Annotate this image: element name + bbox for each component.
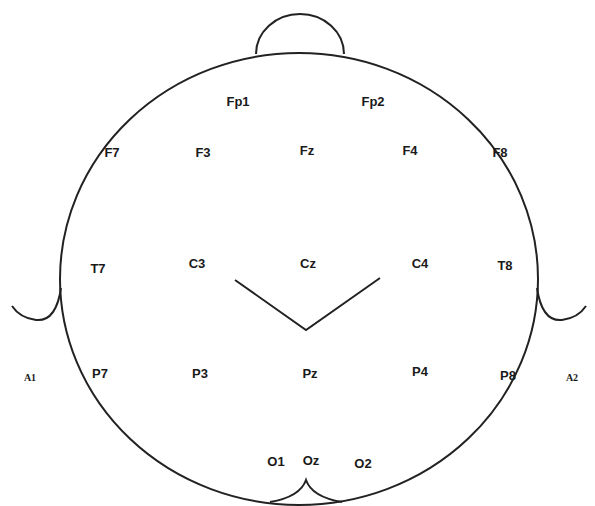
head-circle (60, 53, 538, 505)
electrode-label: C4 (412, 257, 429, 270)
electrode-label: F3 (195, 146, 210, 159)
electrode-label: C3 (189, 257, 206, 270)
v-lines (235, 278, 380, 330)
electrode-label: T8 (497, 259, 512, 272)
nose (256, 14, 344, 54)
electrode-label: Fz (300, 144, 314, 157)
inion-mark (270, 480, 342, 502)
electrode-label: P3 (192, 367, 208, 380)
electrode-label: T7 (90, 262, 105, 275)
electrode-label: F8 (492, 146, 507, 159)
electrode-label: P8 (500, 369, 516, 382)
electrode-label: F7 (104, 146, 119, 159)
left-ear (12, 288, 61, 320)
electrode-label: Cz (300, 257, 316, 270)
electrode-label: P4 (412, 365, 428, 378)
electrode-label: O1 (267, 455, 284, 468)
electrode-label: O2 (354, 457, 371, 470)
electrode-label: Oz (303, 454, 320, 467)
ear-label: A1 (24, 373, 36, 383)
electrode-label: Pz (302, 367, 317, 380)
electrode-label: Fp1 (226, 95, 249, 108)
ear-label: A2 (566, 373, 578, 383)
electrode-label: P7 (92, 367, 108, 380)
electrode-label: Fp2 (361, 95, 384, 108)
right-ear (537, 288, 586, 320)
electrode-label: F4 (402, 144, 417, 157)
